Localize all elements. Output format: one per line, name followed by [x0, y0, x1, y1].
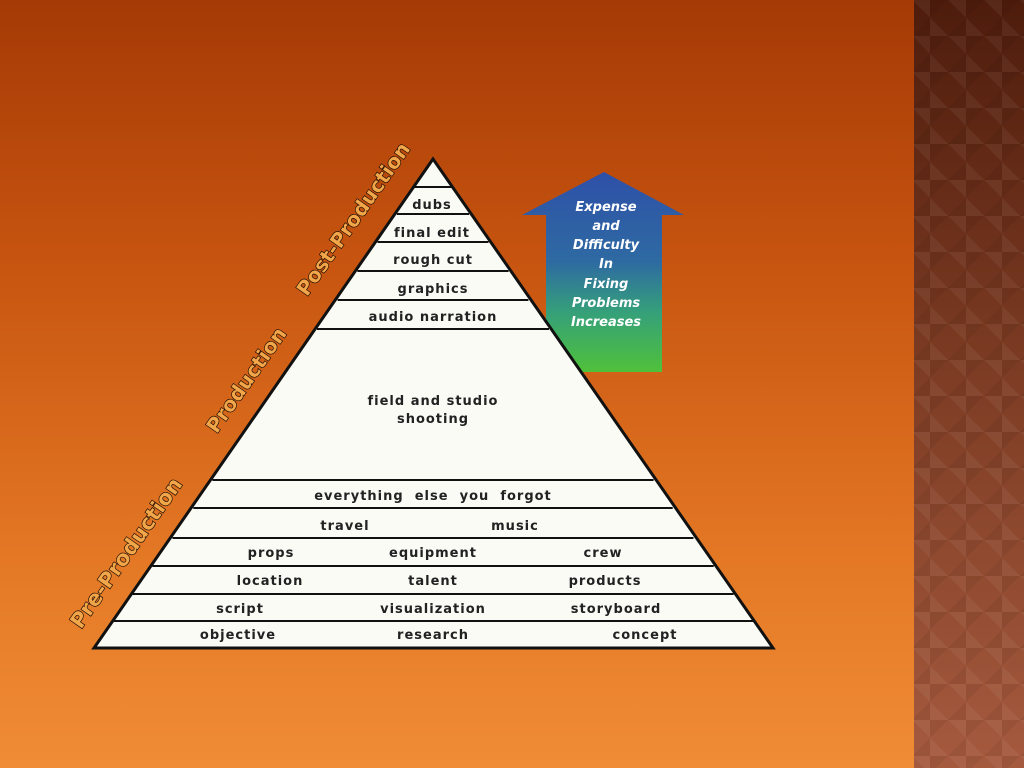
- tier-label: rough cut: [393, 253, 473, 268]
- tier-label: concept: [613, 628, 678, 643]
- tier-label: shooting: [397, 412, 469, 427]
- tier-label: products: [569, 574, 642, 589]
- tier-label: equipment: [389, 546, 477, 561]
- slide-background: Expense and Difficulty In Fixing Problem…: [0, 0, 914, 768]
- arrow-line-5: Fixing: [584, 277, 629, 292]
- arrow-line-7: Increases: [571, 315, 641, 330]
- tier-label: location: [237, 574, 304, 589]
- tier-label: final edit: [394, 226, 470, 241]
- pyramid-diagram: Expense and Difficulty In Fixing Problem…: [65, 137, 776, 650]
- arrow-line-3: Difficulty: [573, 238, 640, 253]
- tier-label: objective: [200, 628, 276, 643]
- arrow-line-4: In: [599, 257, 613, 272]
- cost-arrow: Expense and Difficulty In Fixing Problem…: [522, 172, 684, 372]
- tier-label: crew: [584, 546, 623, 561]
- arrow-shape: [522, 172, 684, 372]
- tier-label: storyboard: [571, 602, 662, 617]
- tier-label: graphics: [398, 282, 469, 297]
- tier-label: travel: [320, 519, 369, 534]
- side-decor-panel: [914, 0, 1024, 768]
- diamond-pattern: [914, 0, 1024, 768]
- tier-label: field and studio: [368, 394, 499, 409]
- tier-label: talent: [408, 574, 458, 589]
- tier-label: props: [248, 546, 295, 561]
- pyramid: dubs final edit rough cut graphics audio…: [91, 156, 776, 650]
- tier-label: dubs: [412, 198, 452, 213]
- tier-label: audio narration: [369, 310, 498, 325]
- tier-label: research: [397, 628, 469, 643]
- tier-label: script: [216, 602, 264, 617]
- tier-label: music: [491, 519, 539, 534]
- tier-label: everything else you forgot: [314, 489, 552, 504]
- tier-label: visualization: [380, 602, 486, 617]
- arrow-line-2: and: [592, 219, 620, 234]
- pyramid-triangle: [91, 156, 776, 650]
- arrow-line-6: Problems: [572, 296, 641, 311]
- arrow-line-1: Expense: [575, 200, 636, 215]
